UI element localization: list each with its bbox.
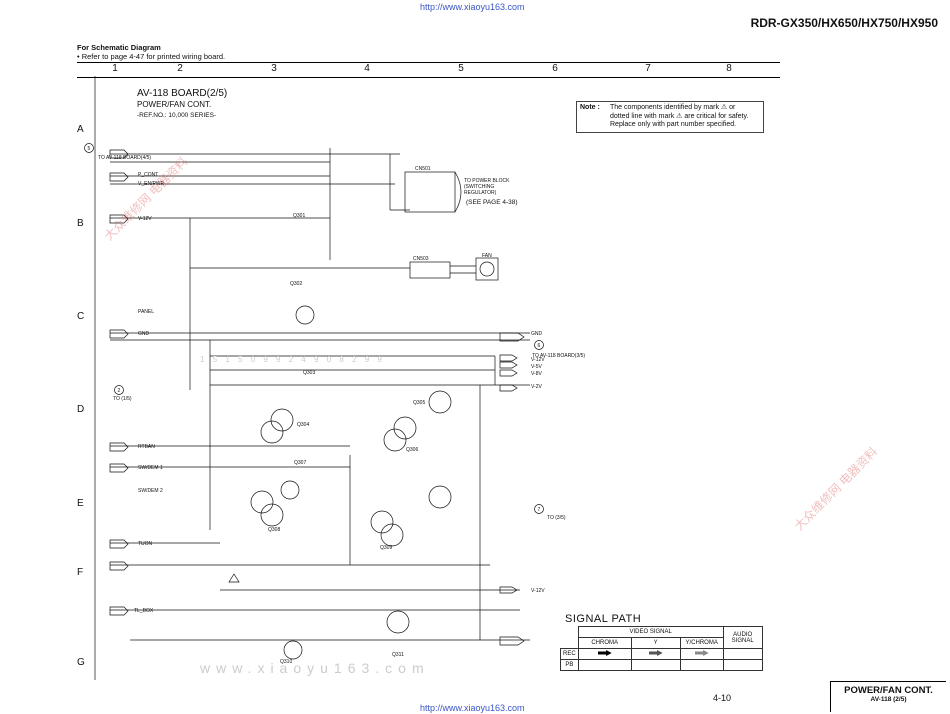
column-7: 7 [645, 63, 651, 74]
transistor-q309: Q309 [380, 545, 393, 551]
sig-corner [561, 627, 579, 638]
source-url-bottom[interactable]: http://www.xiaoyu163.com [420, 703, 525, 713]
sig-pb-chroma [577, 659, 632, 671]
cn501-label: CN501 [415, 166, 431, 172]
model-title: RDR-GX350/HX650/HX750/HX950 [750, 16, 938, 30]
ref-circle-5: 5 [88, 146, 91, 152]
to-left-mid-label: TO (1/5) [113, 396, 132, 402]
sig-rec-ychroma [679, 648, 724, 660]
sig-y-header: Y [630, 637, 681, 649]
footer-title-box: POWER/FAN CONT. AV-118 (2/5) [830, 681, 946, 712]
board-title-block: AV-118 BOARD(2/5) POWER/FAN CONT. -REF.N… [137, 88, 227, 121]
sig-rec-y [630, 648, 681, 660]
signal-path-title: SIGNAL PATH [565, 613, 642, 625]
signal-left-0: P_CONT [138, 172, 159, 178]
to-right-bottom-label: TO (3/5) [547, 515, 566, 521]
fan-label: FAN [482, 253, 492, 259]
to-right-top-label: TO AV-118 BOARD(3/5) [532, 353, 586, 359]
column-6: 6 [552, 63, 558, 74]
power-block-label: TO POWER BLOCK (SWITCHING REGULATOR) [464, 178, 510, 196]
transistor-q311: Q311 [392, 652, 404, 658]
cn503-label: CN503 [413, 256, 429, 262]
transistor-q303: Q303 [303, 370, 316, 376]
note-text: The components identified by mark ⚠ or d… [610, 104, 749, 128]
transistor-q307: Q307 [294, 460, 307, 466]
sig-ychroma-header: Y/CHROMA [679, 637, 724, 649]
sig-row-rec: REC [560, 648, 579, 660]
ref-circle-2: 2 [118, 388, 121, 394]
row-G: G [77, 657, 85, 668]
safety-note: Note : The components identified by mark … [576, 101, 764, 133]
row-E: E [77, 498, 84, 509]
sig-corner-2 [561, 638, 579, 649]
signal-path-table: VIDEO SIGNAL AUDIO SIGNAL CHROMA Y Y/CHR… [560, 626, 763, 671]
sig-chroma-header: CHROMA [577, 637, 632, 649]
signal-left-8: SW/DEM 1 [138, 465, 163, 471]
transistor-q301: Q301 [293, 213, 306, 219]
signal-left-7: RTBAN [138, 444, 155, 450]
signal-left-10: TUON [138, 541, 153, 547]
column-4: 4 [364, 63, 370, 74]
watermark-digits: 1 5 1 5 0 9 9 2 4 9 0 8 2 9 9 [200, 355, 385, 364]
signal-right-5: V-12V [531, 588, 545, 594]
row-C: C [77, 311, 85, 322]
transistor-q308: Q308 [268, 527, 281, 533]
signal-right-2: V-5V [531, 364, 542, 370]
column-8: 8 [726, 63, 732, 74]
schematic-ref-note: For Schematic Diagram • Refer to page 4-… [77, 43, 225, 61]
sig-pb-ychroma [679, 659, 724, 671]
sig-video-header: VIDEO SIGNAL [577, 626, 724, 638]
column-3: 3 [271, 63, 277, 74]
ref-note-title: For Schematic Diagram [77, 43, 161, 52]
transistor-q306: Q306 [406, 447, 419, 453]
board-ref-no: -REF.NO.: 10,000 SERIES- [137, 112, 217, 119]
to-left-board-label: TO AV-118 BOARD(4/5) [98, 155, 152, 161]
signal-left-5: PANEL [138, 309, 155, 315]
signal-left-1: V_EN/PWR [138, 181, 165, 187]
signal-right-4: V-2V [531, 384, 542, 390]
transistor-q304: Q304 [297, 422, 310, 428]
signal-left-11: TL_BOX [134, 608, 154, 614]
signal-left-2: V-12V [138, 216, 152, 222]
footer-title: POWER/FAN CONT. [844, 685, 933, 696]
column-5: 5 [458, 63, 464, 74]
see-page-label: (SEE PAGE 4-38) [466, 199, 518, 206]
page-number: 4-10 [713, 693, 732, 703]
arrow-solid-icon [597, 650, 612, 656]
ref-circle-7: 7 [538, 507, 541, 513]
row-A: A [77, 124, 84, 135]
row-F: F [77, 567, 84, 578]
sig-pb-audio [722, 659, 763, 671]
watermark-center: www.xiaoyu163.com [200, 660, 430, 676]
transistor-q302: Q302 [290, 281, 303, 287]
footer-subtitle: AV-118 (2/5) [870, 696, 907, 703]
signal-right-3: V-8V [531, 371, 542, 377]
row-D: D [77, 404, 85, 415]
sig-pb-y [630, 659, 681, 671]
transistor-q310: Q310 [280, 659, 293, 665]
column-grid-bar [77, 62, 780, 78]
board-subtitle: POWER/FAN CONT. [137, 100, 212, 109]
signal-right-0: GND [531, 331, 543, 337]
sig-audio-header: AUDIO SIGNAL [722, 626, 763, 649]
ref-note-line: • Refer to page 4-47 for printed wiring … [77, 52, 226, 61]
row-B: B [77, 218, 84, 229]
transistor-q305: Q305 [413, 400, 426, 406]
column-2: 2 [177, 63, 183, 74]
source-url-top[interactable]: http://www.xiaoyu163.com [420, 2, 525, 12]
column-1: 1 [112, 63, 118, 74]
arrow-hatched-icon [648, 650, 663, 656]
ref-circle-6: 6 [538, 343, 541, 349]
signal-left-9: SW/DEM 2 [138, 488, 163, 494]
note-label: Note : [580, 104, 600, 111]
sig-rec-chroma [577, 648, 632, 660]
signal-right-1: V-12V [531, 357, 545, 363]
board-name: AV-118 BOARD(2/5) [137, 88, 228, 99]
arrow-double-icon [694, 650, 709, 656]
signal-left-6: GND [138, 331, 150, 337]
sig-row-pb: PB [560, 659, 579, 671]
sig-rec-audio [722, 648, 763, 660]
